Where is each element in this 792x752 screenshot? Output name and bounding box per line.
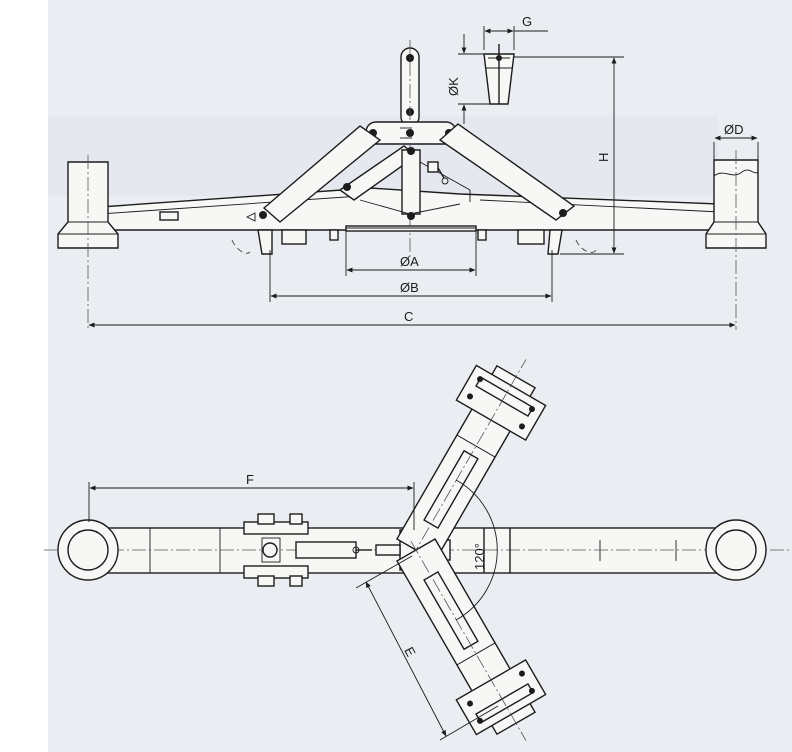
dim-label-e: E [401,644,418,659]
plan-left-gripper [243,513,372,587]
jaw-plate [345,225,477,232]
plan-left-ring [57,519,119,581]
dim-label-k: ØK [446,77,461,96]
dimension-labels: ØA ØB C ØD G ØK H F E 120° [246,14,744,659]
plan-upper-arm [395,359,547,562]
dim-label-g: G [522,14,532,29]
scissor-arms [245,123,576,223]
grippers [231,229,597,255]
dim-label-d: ØD [724,122,744,137]
plan-view [44,359,790,741]
dim-label-b: ØB [400,280,419,295]
dim-label-c: C [404,309,413,324]
dimension-lines-plan [88,482,499,741]
left-foot [57,155,119,330]
dim-label-h: H [596,153,611,162]
dim-label-a: ØA [400,254,419,269]
right-foot [705,150,767,330]
dimension-lines-side [88,26,759,328]
angle-arc [455,479,498,621]
sheave-detail [483,44,515,105]
lifting-eye [400,40,420,260]
angle-label: 120° [472,543,487,570]
side-elevation-view [57,40,767,330]
dim-label-f: F [246,472,254,487]
plan-right-ring [705,519,767,581]
